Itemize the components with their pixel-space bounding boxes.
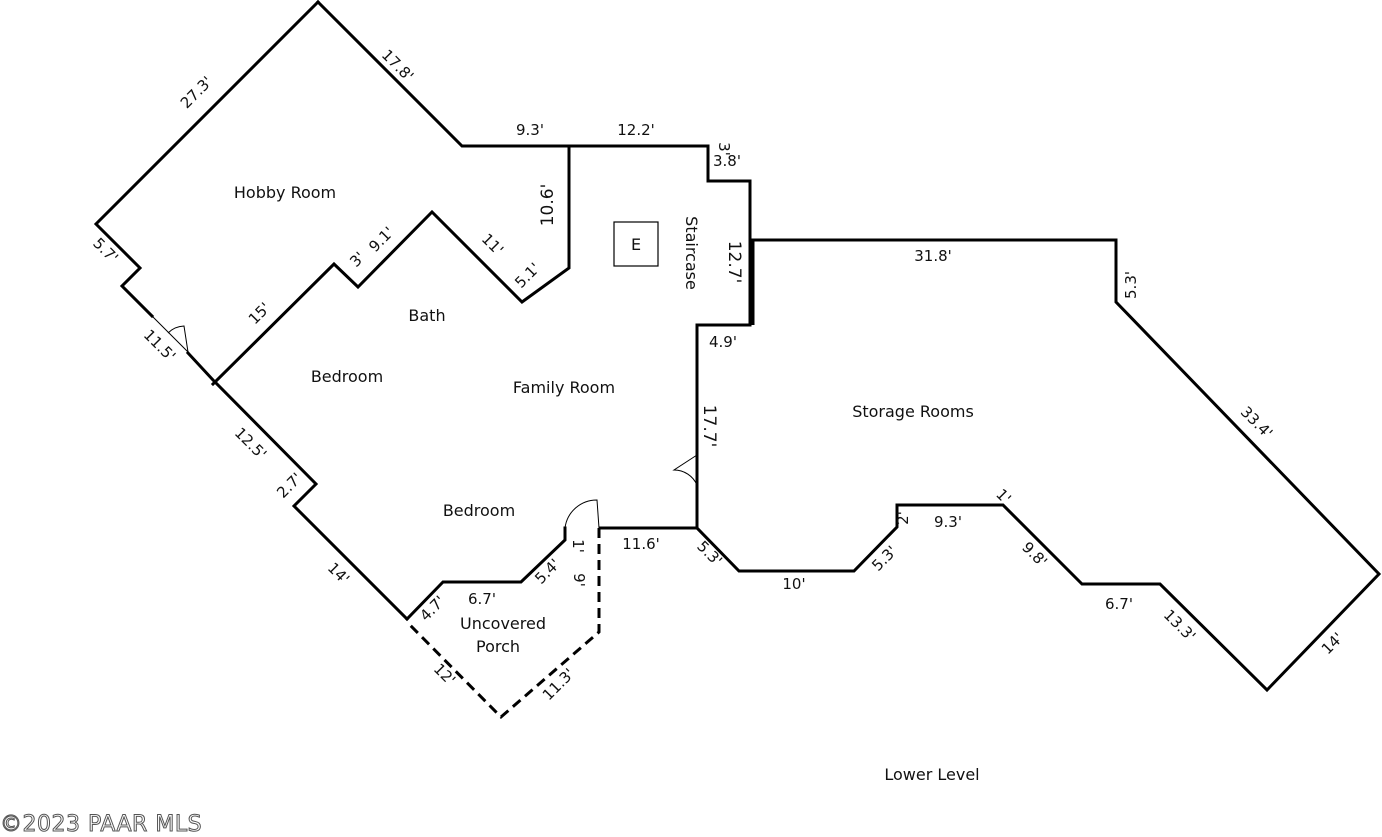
porch-label-line1: Uncovered [460, 614, 546, 633]
dim-11-3: 11.3' [539, 665, 578, 704]
storage-rooms-outline [694, 238, 1382, 693]
left-exterior-wall [93, 0, 321, 319]
dim-17-7: 17.7' [699, 405, 719, 448]
equipment-label: E [631, 235, 641, 254]
dim-14-left: 14' [324, 559, 353, 588]
left-exterior-wall-lower [185, 350, 410, 622]
dim-9-3-top: 9.3' [516, 121, 544, 139]
dim-17-8: 17.8' [378, 46, 417, 85]
family-room-label: Family Room [513, 378, 615, 397]
dim-9: 9' [570, 573, 588, 587]
dim-27-3: 27.3' [177, 73, 216, 112]
dim-5-4: 5.4' [531, 555, 564, 588]
dim-11-bath: 11' [478, 230, 507, 259]
dim-4-7: 4.7' [416, 592, 449, 625]
dim-3-top: 3' [715, 142, 733, 156]
dim-6-7-porch: 6.7' [468, 590, 496, 608]
door-swing-left [151, 315, 189, 353]
dim-2-7: 2.7' [273, 469, 306, 502]
dim-12-porch: 12' [430, 660, 459, 689]
dim-5-3-right: 5.3' [1122, 271, 1140, 299]
dim-5-1: 5.1' [511, 259, 544, 292]
hobby-room-label: Hobby Room [234, 183, 336, 202]
hobby-room-outline [315, 0, 752, 530]
dim-33-4: 33.4' [1237, 403, 1276, 442]
dim-4-9: 4.9' [709, 333, 737, 351]
dim-3-8: 3.8' [713, 152, 741, 170]
staircase-label: Staircase [682, 216, 701, 290]
equipment-box [613, 221, 659, 267]
hobby-divider-wall [210, 144, 571, 387]
dim-9-8: 9.8' [1018, 538, 1051, 571]
copyright-watermark: ©2023 PAAR MLS [0, 812, 203, 837]
dim-31-8: 31.8' [914, 247, 952, 265]
dim-12-2: 12.2' [617, 121, 655, 139]
dim-11-5: 11.5' [140, 326, 179, 365]
dim-2: 2' [894, 511, 912, 525]
dim-5-7: 5.7' [89, 234, 122, 267]
dim-5-3-mid: 5.3' [868, 542, 901, 575]
dim-12-7: 12.7' [724, 241, 744, 284]
storage-rooms-label: Storage Rooms [852, 402, 974, 421]
floor-label: Lower Level [884, 765, 979, 784]
dim-13-3: 13.3' [1160, 606, 1199, 645]
bedroom-lower-label: Bedroom [443, 501, 515, 520]
dim-10-6: 10.6' [538, 184, 558, 227]
dim-3-bath: 3' [346, 248, 368, 270]
dim-10: 10' [782, 575, 805, 593]
door-swing-storage [672, 454, 698, 486]
bedroom-upper-label: Bedroom [311, 367, 383, 386]
dim-1: 1' [569, 539, 587, 553]
door-swing-porch [564, 499, 600, 529]
dim-9-3-lower: 9.3' [934, 513, 962, 531]
dim-6-7-right: 6.7' [1105, 595, 1133, 613]
dim-15: 15' [245, 299, 274, 328]
porch-upper-wall [404, 526, 567, 622]
bath-label: Bath [408, 306, 445, 325]
porch-label-line2: Porch [476, 637, 520, 656]
porch-dashed-boundary [405, 528, 601, 720]
dim-11-6: 11.6' [622, 535, 660, 553]
dim-5-3-lower: 5.3' [693, 537, 726, 570]
